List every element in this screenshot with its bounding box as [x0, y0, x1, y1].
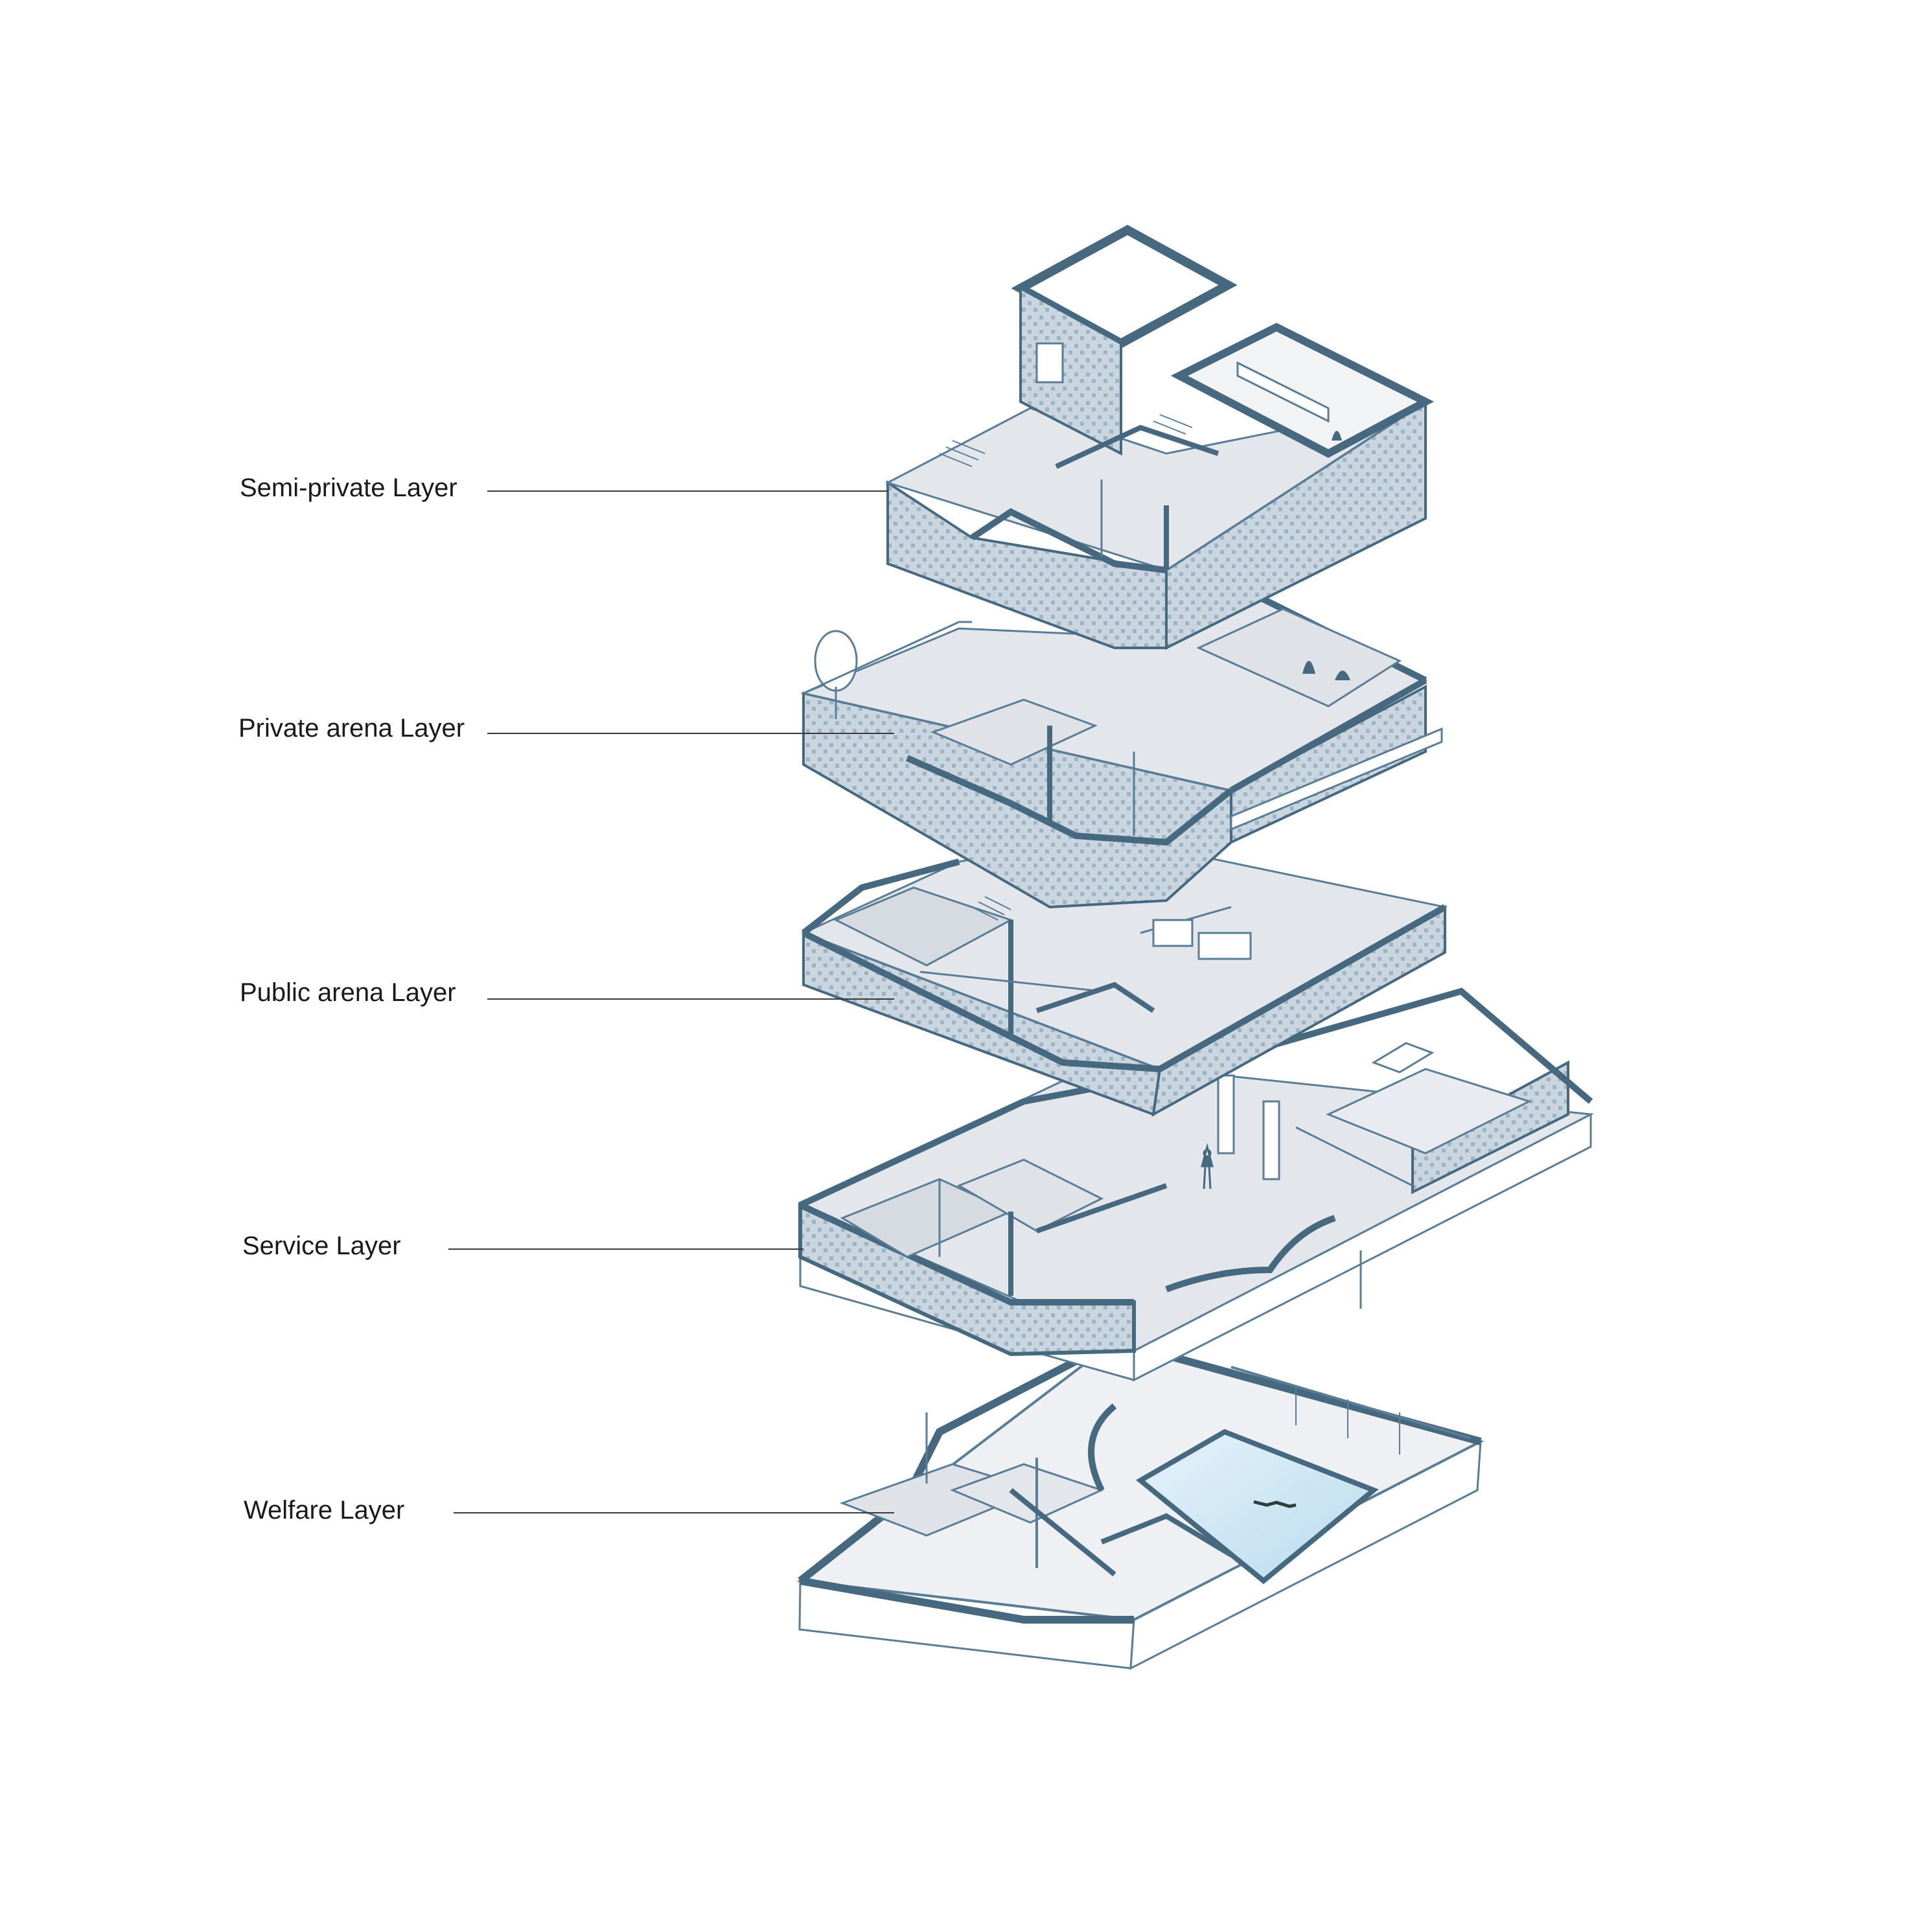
- public-arena-layer-slab: [801, 834, 1448, 1117]
- standing-figure: [1201, 1143, 1214, 1190]
- swimmer-figure: [1253, 1500, 1297, 1508]
- label-semi-private-layer: Semi-private Layer: [240, 474, 457, 502]
- tree: [814, 630, 858, 719]
- chair: [1302, 661, 1315, 674]
- pool: [1135, 1429, 1379, 1585]
- label-public-arena-layer: Public arena Layer: [240, 978, 456, 1007]
- seated-figure: [1332, 431, 1342, 441]
- service-layer-slab: [798, 987, 1595, 1382]
- welfare-layer-slab: [796, 1337, 1484, 1670]
- planter: [1371, 1042, 1435, 1074]
- leader-lines: [448, 490, 894, 1513]
- chair: [1335, 671, 1350, 680]
- label-service-layer: Service Layer: [242, 1232, 401, 1260]
- semi-private-layer-slab: [885, 225, 1435, 650]
- label-welfare-layer: Welfare Layer: [244, 1496, 405, 1524]
- label-private-arena-layer: Private arena Layer: [238, 714, 465, 742]
- private-arena-layer-slab: [800, 580, 1443, 909]
